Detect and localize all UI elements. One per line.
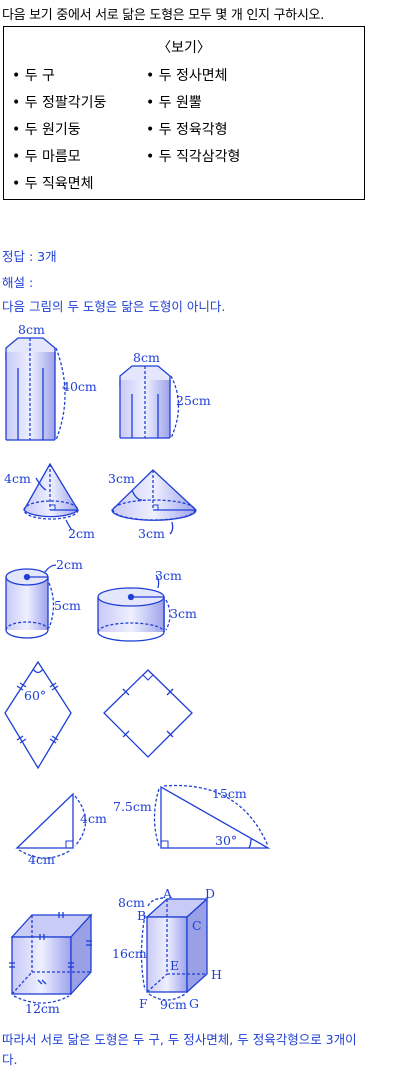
- label-prism-b-height: 25cm: [176, 393, 211, 408]
- octagonal-prism-a: [5, 337, 66, 441]
- label-tri-a-base: 4cm: [28, 852, 55, 867]
- label-cone-b-radius: 3cm: [138, 526, 165, 541]
- conclusion-line-1: 따라서 서로 닮은 도형은 두 구, 두 정사면체, 두 정육각형으로 3개이: [2, 1032, 357, 1047]
- vertex-e: E: [170, 958, 179, 973]
- label-prism-b-top: 8cm: [133, 350, 160, 365]
- label-box-top: 8cm: [118, 895, 145, 910]
- label-prism-a-top: 8cm: [18, 322, 45, 337]
- example-item: • 두 직각삼각형: [146, 149, 241, 165]
- label-rhombus-angle: 60°: [24, 688, 46, 703]
- question-text: 다음 보기 중에서 서로 닮은 도형은 모두 몇 개 인지 구하시오.: [2, 8, 324, 23]
- example-item: • 두 정팔각기둥: [12, 95, 107, 111]
- example-item: • 두 직육면체: [12, 176, 94, 192]
- octagonal-prism-b: [119, 365, 180, 439]
- label-box-base: 9cm: [160, 997, 187, 1012]
- vertex-c: C: [192, 918, 202, 933]
- cube: [9, 912, 93, 1004]
- label-tri-b-angle: 30°: [215, 833, 237, 848]
- label-cyl-a-radius: 2cm: [56, 557, 83, 572]
- example-item: • 두 구: [12, 68, 55, 84]
- example-item: • 두 정육각형: [146, 122, 228, 138]
- triangle-b: [153, 784, 271, 849]
- example-item: • 두 원뿔: [146, 95, 202, 111]
- vertex-b: B: [137, 908, 146, 923]
- rhombus-b: [103, 669, 193, 758]
- cylinder-b: [97, 574, 171, 642]
- rhombus-a: [4, 660, 72, 770]
- cylinder-a: [5, 564, 57, 639]
- cone-b: [111, 469, 197, 535]
- label-cone-a-radius: 2cm: [68, 526, 95, 541]
- example-box: 〈보기〉 • 두 구 • 두 정사면체 • 두 정팔각기둥 • 두 원뿔 • 두…: [3, 26, 365, 200]
- triangle-a: [15, 792, 87, 859]
- vertex-h: H: [211, 967, 222, 982]
- explanation-intro: 다음 그림의 두 도형은 닮은 도형이 아니다.: [2, 299, 226, 314]
- vertex-a: A: [162, 886, 173, 901]
- vertex-g: G: [189, 996, 199, 1011]
- label-cyl-b-radius: 3cm: [155, 568, 182, 583]
- vertex-f: F: [139, 996, 148, 1011]
- example-item: • 두 원기둥: [12, 122, 81, 138]
- label-cone-b-slant: 3cm: [108, 471, 135, 486]
- conclusion-line-2: 다.: [2, 1052, 18, 1067]
- label-cube-side: 12cm: [25, 1001, 60, 1016]
- label-tri-b-side: 7.5cm: [113, 799, 152, 814]
- label-cyl-b-height: 3cm: [170, 606, 197, 621]
- label-tri-b-hyp: 15cm: [212, 786, 247, 801]
- label-box-height: 16cm: [112, 946, 147, 961]
- explanation-label: 해설 :: [2, 275, 34, 290]
- answer-label: 정답 : 3개: [2, 249, 57, 264]
- label-cone-a-slant: 4cm: [4, 471, 31, 486]
- vertex-d: D: [205, 886, 215, 901]
- cone-a: [23, 462, 79, 531]
- rectangular-box: [140, 897, 209, 1001]
- label-cyl-a-height: 5cm: [54, 598, 81, 613]
- example-box-title: 〈보기〉: [157, 40, 211, 56]
- example-item: • 두 마름모: [12, 149, 81, 165]
- label-tri-a-height: 4cm: [80, 811, 107, 826]
- example-item: • 두 정사면체: [146, 68, 228, 84]
- label-prism-a-height: 40cm: [62, 379, 97, 394]
